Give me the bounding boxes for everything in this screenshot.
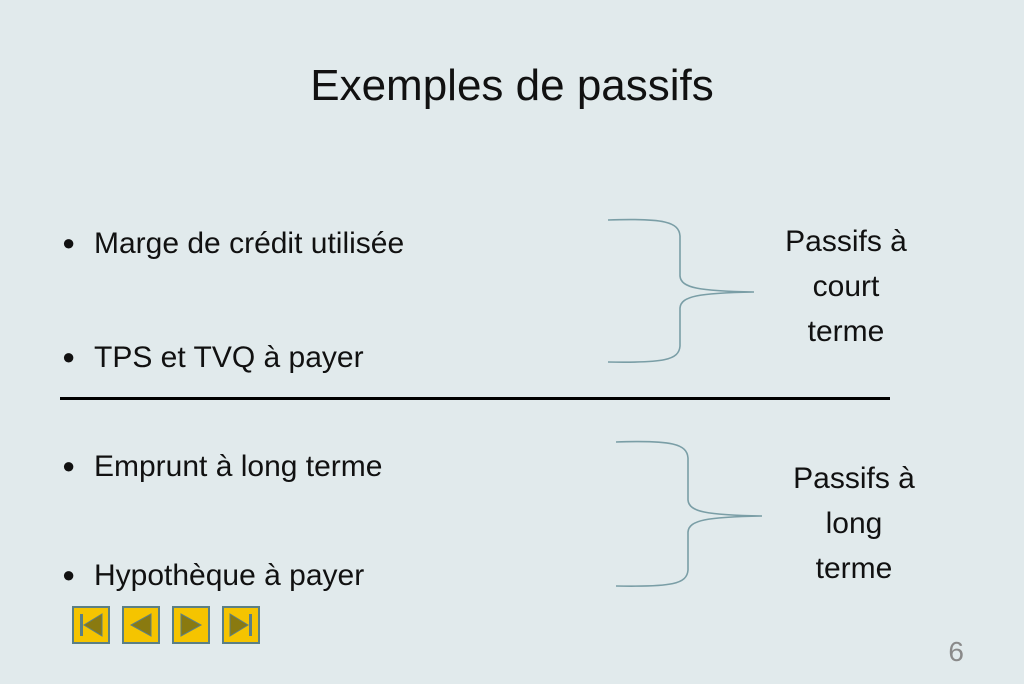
bullet-text: Marge de crédit utilisée [94, 227, 405, 260]
slide-navigation [72, 606, 260, 644]
bullet-dot: ● [62, 230, 76, 255]
group-label-line: terme [807, 315, 885, 348]
first-slide-icon [80, 613, 103, 637]
next-slide-button[interactable] [172, 606, 210, 644]
section-divider [60, 397, 890, 400]
group-label-long-term: Passifs à long terme [774, 456, 934, 591]
bullet-dot: ● [62, 562, 76, 587]
previous-slide-button[interactable] [122, 606, 160, 644]
group-label-short-term: Passifs à court terme [766, 219, 926, 354]
right-brace-icon [615, 440, 763, 587]
right-brace-icon [607, 218, 755, 363]
previous-slide-icon [129, 613, 152, 637]
last-slide-button[interactable] [222, 606, 260, 644]
page-number: 6 [948, 636, 964, 667]
group-label-line: Passifs à [793, 462, 915, 495]
bullet-dot: ● [62, 453, 76, 478]
bullet-text: Emprunt à long terme [94, 450, 383, 483]
bullet-text: Hypothèque à payer [94, 559, 365, 592]
first-slide-button[interactable] [72, 606, 110, 644]
bullet-dot: ● [62, 344, 76, 369]
group-label-line: long [825, 507, 883, 540]
group-label-line: Passifs à [785, 225, 907, 258]
group-label-line: court [812, 270, 880, 303]
next-slide-icon [180, 613, 203, 637]
bullet-item: ● Emprunt à long terme [62, 448, 382, 485]
bullet-item: ● TPS et TVQ à payer [62, 339, 364, 376]
bullet-text: TPS et TVQ à payer [94, 341, 364, 374]
last-slide-icon [229, 613, 252, 637]
bullet-item: ● Marge de crédit utilisée [62, 225, 404, 262]
bullet-item: ● Hypothèque à payer [62, 557, 364, 594]
slide-title: Exemples de passifs [310, 61, 714, 110]
group-label-line: terme [815, 552, 893, 585]
